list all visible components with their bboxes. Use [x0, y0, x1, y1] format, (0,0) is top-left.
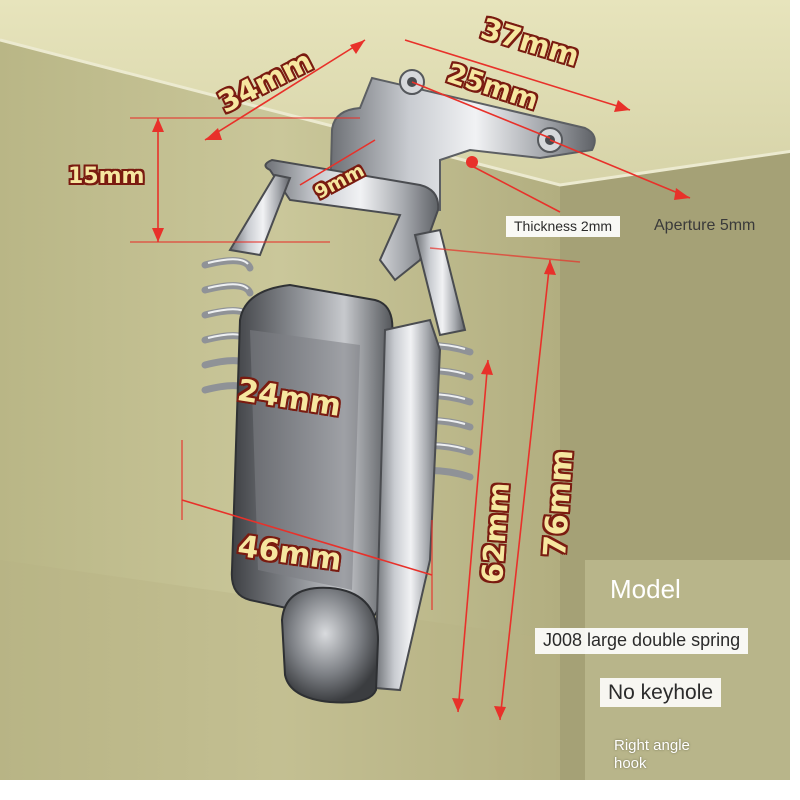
spec-hook-line1: Right angle [614, 737, 690, 754]
spec-model-name: J008 large double spring [535, 628, 749, 654]
dimension-15mm-label: 15mm [68, 164, 145, 189]
spec-model-title: Model [610, 574, 681, 604]
spec-hook-line2: hook [614, 755, 647, 772]
dimension-76mm-label: 76mm [537, 448, 581, 559]
thickness-annotation: Thickness 2mm [506, 216, 621, 238]
spec-keyhole: No keyhole [600, 678, 722, 708]
dimension-62mm-label: 62mm [475, 481, 516, 585]
aperture-annotation: Aperture 5mm [654, 217, 756, 234]
